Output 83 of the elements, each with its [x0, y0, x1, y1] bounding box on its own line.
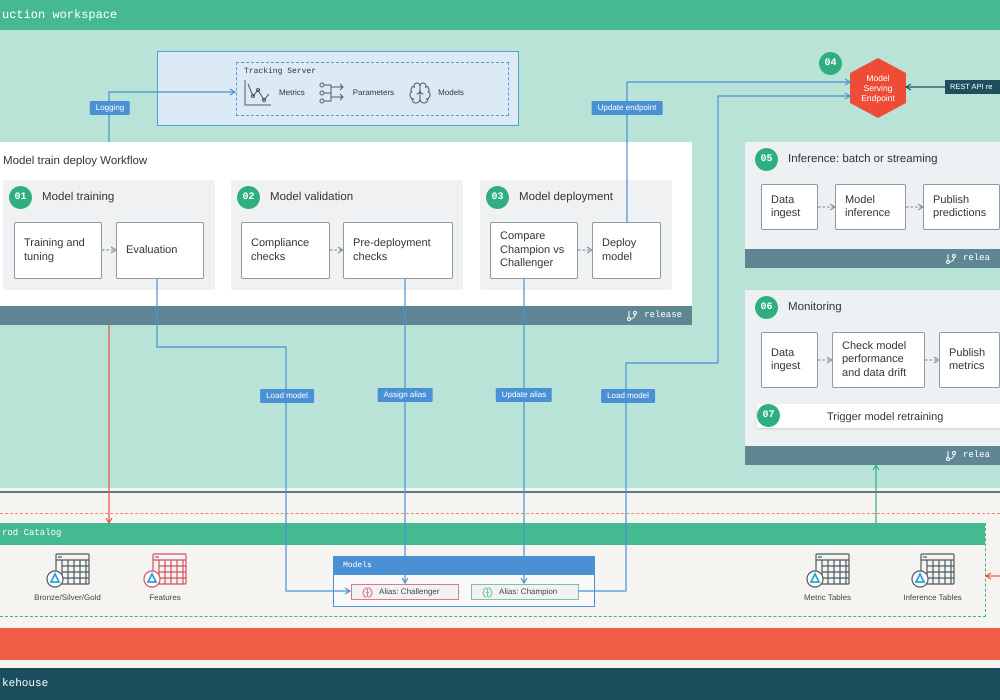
step-label: Trigger model retraining	[827, 410, 944, 425]
arrow	[925, 356, 940, 364]
workspace-area	[0, 0, 1000, 488]
arrow	[985, 572, 1000, 580]
item-label: Parameters	[352, 87, 394, 99]
arrow	[626, 78, 851, 222]
workflow-panel	[0, 142, 692, 325]
process-box: Evaluation	[116, 222, 204, 279]
edge-label: Load model	[260, 389, 314, 403]
arrow	[818, 203, 836, 211]
release-label: relea	[962, 252, 990, 265]
tracking-panel	[157, 51, 519, 126]
catalog-panel	[0, 523, 986, 617]
edge-label: Assign alias	[378, 388, 432, 402]
tracking-server-title: Tracking Server	[244, 66, 316, 78]
arrow	[105, 325, 113, 524]
table-label: Metric Tables	[804, 592, 851, 604]
process-box: Training and tuning	[14, 222, 102, 279]
arrow	[520, 279, 528, 584]
stage-panel	[231, 180, 463, 290]
item-label: Models	[438, 87, 464, 99]
process-box: Publish predictions	[923, 184, 1000, 230]
table-label: Features	[149, 592, 181, 604]
arrow	[905, 83, 945, 91]
panel-title: Model train deploy Workflow	[3, 154, 148, 169]
stage-title: Inference: batch or streaming	[788, 152, 938, 167]
models-panel	[333, 556, 595, 607]
arrow	[818, 356, 833, 364]
arrow	[330, 246, 344, 254]
edge-label: Update endpoint	[592, 101, 662, 115]
alias-label: Alias: Challenger	[379, 586, 440, 598]
platform-title: kehouse	[2, 676, 48, 692]
alias-tag	[351, 584, 459, 600]
alias-tag	[471, 584, 579, 600]
arrow	[578, 92, 851, 592]
process-box: Compliance checks	[241, 222, 330, 279]
catalog-band	[0, 628, 1000, 660]
item-label: Metrics	[279, 87, 305, 99]
process-box: Publish metrics	[939, 332, 1000, 388]
release-label: release	[644, 308, 682, 322]
arrow	[401, 279, 409, 584]
alias-label: Alias: Champion	[499, 586, 558, 598]
step-number-badge: 01	[9, 186, 32, 209]
process-bar	[757, 404, 1000, 428]
process-box: Deploy model	[592, 222, 661, 279]
arrow	[906, 203, 924, 211]
step-number-badge: 02	[237, 186, 260, 209]
arrow	[872, 464, 880, 523]
process-box: Check model performance and data drift	[832, 332, 925, 388]
table-label: Bronze/Silver/Gold	[34, 592, 101, 604]
table-label: Inference Tables	[903, 592, 962, 604]
arrow	[108, 88, 236, 142]
step-number-badge: 05	[755, 148, 778, 171]
workspace-title: uction workspace	[2, 7, 118, 24]
models-title: Models	[343, 560, 372, 572]
process-box: Model inference	[835, 184, 906, 230]
stage-panel	[480, 180, 672, 290]
arrow	[156, 279, 351, 595]
edge-label: Update alias	[496, 388, 552, 402]
stage-title: Model training	[42, 190, 114, 205]
platform-band	[0, 668, 1000, 700]
stage-panel	[3, 180, 215, 290]
edge-label: Logging	[90, 101, 130, 115]
step-number-badge: 07	[757, 404, 780, 427]
process-box: Data ingest	[761, 332, 818, 388]
edge-label: Load model	[601, 389, 655, 403]
process-box: Compare Champion vs Challenger	[490, 222, 578, 279]
step-number-badge: 04	[819, 52, 842, 75]
step-number-badge: 03	[486, 186, 509, 209]
stage-panel	[745, 142, 1000, 268]
process-box: Pre-deployment checks	[343, 222, 453, 279]
endpoint-label: Model Serving Endpoint	[860, 73, 896, 103]
tracking-server-box	[236, 62, 509, 116]
arrow	[102, 246, 117, 254]
stage-panel	[745, 290, 1000, 465]
stage-title: Model validation	[270, 190, 354, 205]
release-label: relea	[962, 448, 990, 462]
process-box: Data ingest	[761, 184, 818, 230]
step-number-badge: 06	[755, 296, 778, 319]
catalog-title: rod Catalog	[2, 527, 62, 540]
stage-title: Monitoring	[788, 300, 842, 315]
arrow	[578, 246, 593, 254]
stage-title: Model deployment	[519, 190, 613, 205]
